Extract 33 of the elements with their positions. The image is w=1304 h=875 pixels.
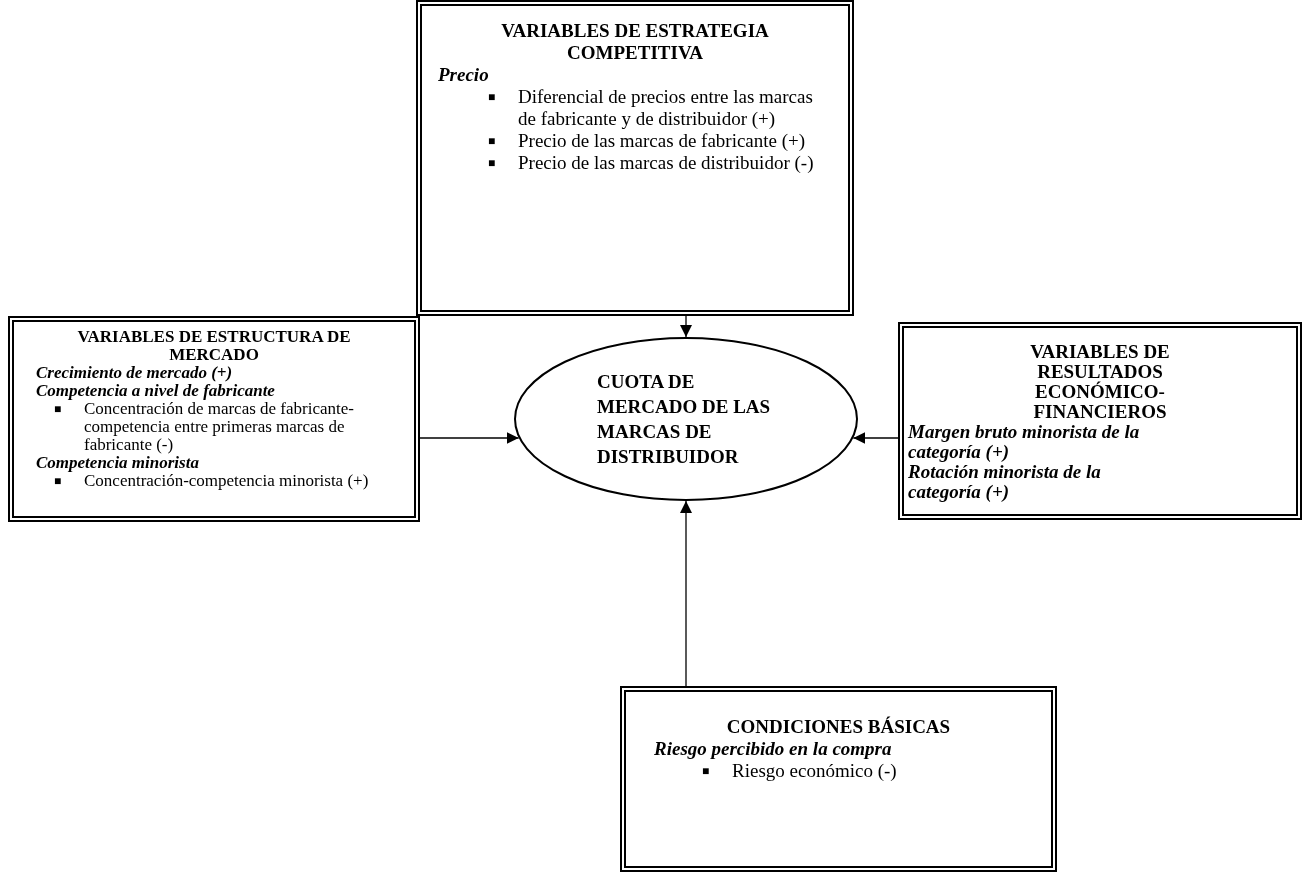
- bullet-marker: ■: [54, 401, 63, 418]
- bullet-item: Concentración de marcas de fabricante-competencia entre primeras marcas de fabricante (-): [84, 400, 355, 454]
- center-ellipse: [514, 337, 858, 501]
- double-bordered-box: [898, 322, 1302, 520]
- subheading: Riesgo percibido en la compra: [654, 738, 893, 760]
- bullet-marker: ■: [54, 473, 63, 490]
- bullet-marker: ■: [702, 763, 711, 780]
- double-bordered-box: [620, 686, 1057, 872]
- bullet-item: Riesgo económico (-): [732, 760, 898, 782]
- bullet-item: Precio de las marcas de distribuidor (-): [518, 152, 815, 174]
- bullet-marker: ■: [488, 89, 497, 106]
- subheading: Margen bruto minorista de la categoría (+): [908, 422, 1141, 462]
- arrow: [680, 315, 692, 338]
- bullet-item: Diferencial de precios entre las marcas de fabricante y de distribuidor (+): [518, 86, 814, 130]
- box-heading: CONDICIONES BÁSICAS: [725, 716, 952, 738]
- box-heading: VARIABLES DE ESTRATEGIA COMPETITIVA: [500, 20, 770, 64]
- subheading: Crecimiento de mercado (+): [36, 364, 234, 382]
- arrow: [419, 432, 520, 444]
- bullet-item: Concentración-competencia minorista (+): [84, 472, 370, 490]
- box-heading: VARIABLES DE RESULTADOS ECONÓMICO-FINANCIEROS: [1029, 342, 1171, 422]
- bullet-item: Precio de las marcas de fabricante (+): [518, 130, 807, 152]
- subheading: Precio: [438, 64, 490, 86]
- double-bordered-box: [416, 0, 854, 316]
- arrow: [852, 432, 899, 444]
- arrow: [680, 500, 692, 687]
- box-heading: VARIABLES DE ESTRUCTURA DE MERCADO: [76, 328, 352, 364]
- ellipse-label: CUOTA DE MERCADO DE LAS MARCAS DE DISTRIBUIDOR: [597, 370, 772, 469]
- subheading: Competencia minorista: [36, 454, 200, 472]
- subheading: Rotación minorista de la categoría (+): [908, 462, 1102, 502]
- subheading: Competencia a nivel de fabricante: [36, 382, 276, 400]
- bullet-marker: ■: [488, 133, 497, 150]
- double-bordered-box: [8, 316, 420, 522]
- bullet-marker: ■: [488, 155, 497, 172]
